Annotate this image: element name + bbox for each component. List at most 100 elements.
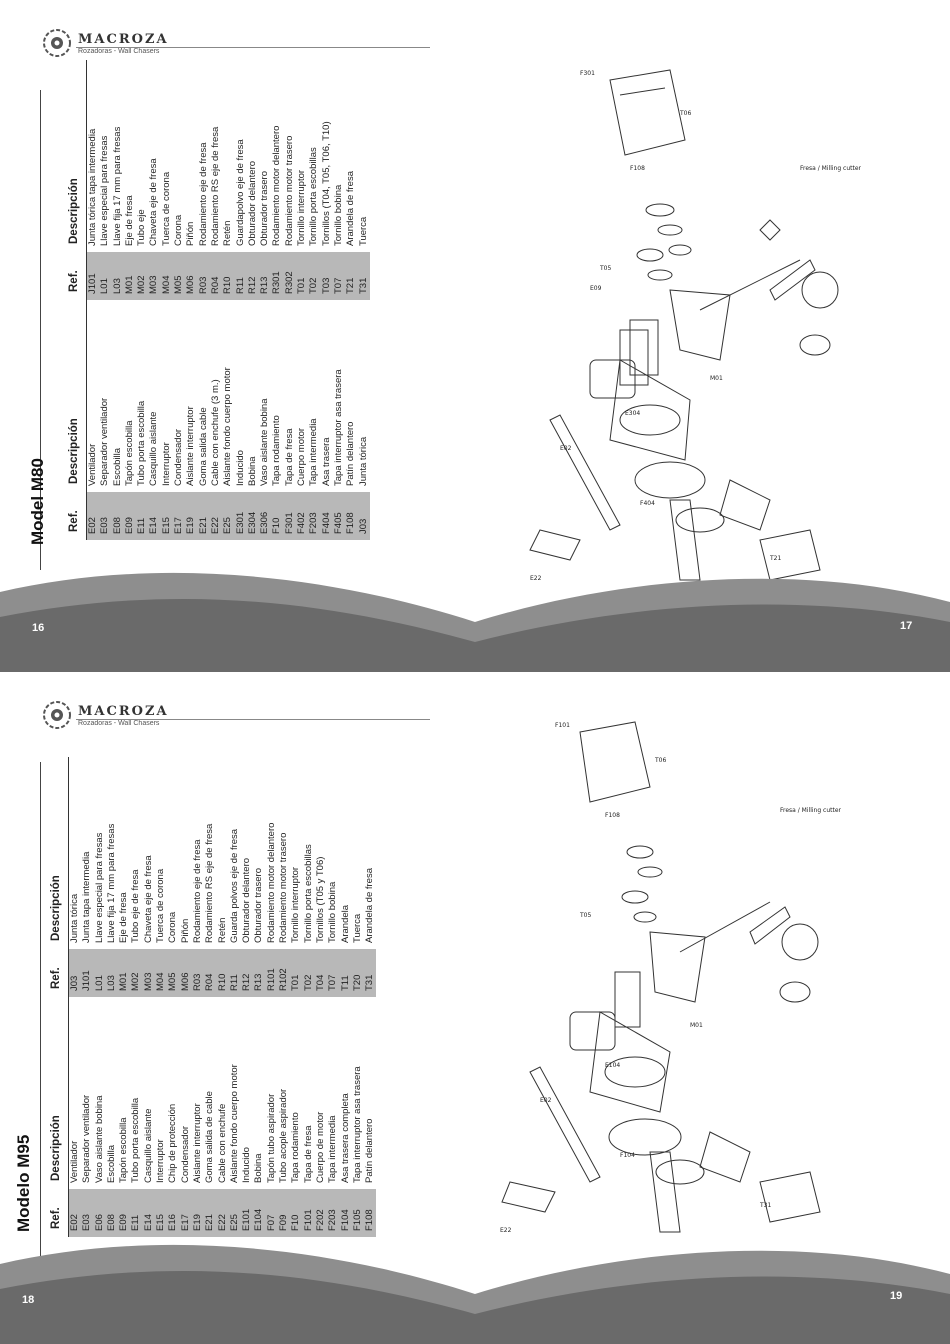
desc-cell: Tuerca de corona (160, 171, 172, 246)
desc-cell: Tapa rodamiento (271, 415, 283, 486)
ref-cell: E16 (167, 1189, 180, 1237)
diagram-label: M01 (690, 1022, 703, 1029)
brand-name: MACROZA (78, 703, 169, 719)
desc-cell: Chaveta eje de fresa (142, 855, 154, 943)
desc-cell: Tubo porta escobilla (130, 1097, 142, 1183)
ref-cell: R04 (209, 252, 223, 300)
desc-cell: Eje de fresa (118, 892, 130, 943)
desc-cell: Cuerpo de motor (314, 1111, 326, 1183)
desc-cell: Tornillos (T04, T05, T06, T10) (320, 121, 332, 246)
diagram-label: E09 (590, 285, 602, 292)
desc-cell: Aislante fondo cuerpo motor (228, 1064, 240, 1183)
ref-cell: E101 (241, 1189, 254, 1237)
ref-cell: R12 (241, 949, 254, 997)
desc-cell: Junta tórica (357, 436, 369, 486)
desc-cell: Rodamiento eje de fresa (197, 142, 209, 246)
diagram-label: T05 (579, 912, 591, 919)
page-title: Modelo M95 (14, 1134, 33, 1232)
ref-cell: M06 (185, 252, 198, 300)
ref-cell: E21 (197, 492, 210, 540)
header-desc: Descripción (44, 997, 69, 1189)
diagram-label: F108 (605, 812, 620, 819)
ref-cell: F402 (296, 492, 309, 540)
exploded-diagram-m95: F101 T06 F108 T05 M01 Fresa / Milling cu… (500, 721, 842, 1234)
brand-logo: MACROZA Rozadoras - Wall Chasers (42, 700, 169, 730)
header-desc: Descripción (62, 300, 87, 492)
ref-cell: J101 (81, 949, 94, 997)
ref-cell: E08 (105, 1189, 119, 1237)
desc-cell: Vaso aislante bobina (93, 1095, 105, 1184)
ref-cell: E19 (191, 1189, 205, 1237)
desc-cell: Goma salida cable (197, 407, 209, 486)
ref-cell: T04 (314, 949, 328, 997)
ref-cell: M02 (130, 949, 143, 997)
desc-cell: Eje de fresa (123, 195, 135, 246)
desc-cell: Tubo eje de fresa (130, 869, 142, 943)
page-number-right: 17 (900, 620, 913, 632)
desc-cell: Casquillo aislante (148, 411, 160, 486)
ref-cell: M01 (118, 949, 131, 997)
table-row: E21 Goma salida cable R03 Rodamiento eje de… (197, 60, 210, 540)
diagram-label: E02 (560, 445, 572, 452)
ref-cell: E304 (246, 492, 260, 540)
ref-cell: T07 (327, 949, 340, 997)
ref-cell: M06 (179, 949, 192, 997)
desc-cell: Cable con enchufe (3 m.) (209, 379, 221, 486)
ref-cell: F108 (345, 492, 358, 540)
brand-tagline: Rozadoras - Wall Chasers (78, 719, 160, 727)
header-ref: Ref. (44, 1189, 69, 1237)
desc-cell: Ventilador (69, 1140, 80, 1183)
desc-cell: Asa trasera (320, 437, 332, 486)
ref-cell: R102 (278, 949, 291, 997)
desc-cell: Escobilla (111, 447, 123, 486)
desc-cell: Bobina (246, 456, 258, 486)
ref-cell: F405 (332, 492, 346, 540)
desc-cell: Casquillo aislante (142, 1108, 154, 1183)
desc-cell: Llave especial para fresas (99, 135, 111, 246)
diagram-label: F101 (555, 722, 570, 729)
desc-cell: Junta tórica (69, 893, 80, 943)
ref-cell: T21 (345, 252, 358, 300)
desc-cell: Tapa intermedia (327, 1115, 339, 1183)
ref-cell: E25 (228, 1189, 242, 1237)
ref-cell: R03 (197, 252, 210, 300)
desc-cell: Rodamiento eje de fresa (191, 839, 203, 943)
ref-cell: E15 (155, 1189, 168, 1237)
ref-cell: E21 (204, 1189, 217, 1237)
ref-cell: J101 (86, 252, 100, 300)
desc-cell: Arandela de fresa (345, 171, 357, 246)
diagram-label: T06 (654, 757, 666, 764)
ref-cell: E15 (160, 492, 174, 540)
ref-cell: E14 (148, 492, 161, 540)
ref-cell: R04 (204, 949, 217, 997)
desc-cell: Separador ventilador (99, 397, 111, 486)
desc-cell: Patín delantero (364, 1118, 376, 1183)
desc-cell: Inducido (234, 450, 246, 486)
ref-cell: E11 (136, 492, 149, 540)
header-ref: Ref. (44, 949, 69, 997)
desc-cell: Cable con enchufe (216, 1103, 228, 1183)
sidebar-rule (40, 762, 41, 1262)
desc-cell: Llave especial para fresas (93, 832, 105, 943)
desc-cell: Rodamiento motor trasero (278, 832, 290, 943)
desc-cell: Arandela (339, 904, 351, 943)
ref-cell: L03 (105, 949, 119, 997)
desc-cell: Bobina (253, 1153, 265, 1183)
desc-cell: Interruptor (160, 442, 172, 486)
diagram-label: F108 (630, 165, 645, 172)
ref-cell: M04 (160, 252, 174, 300)
